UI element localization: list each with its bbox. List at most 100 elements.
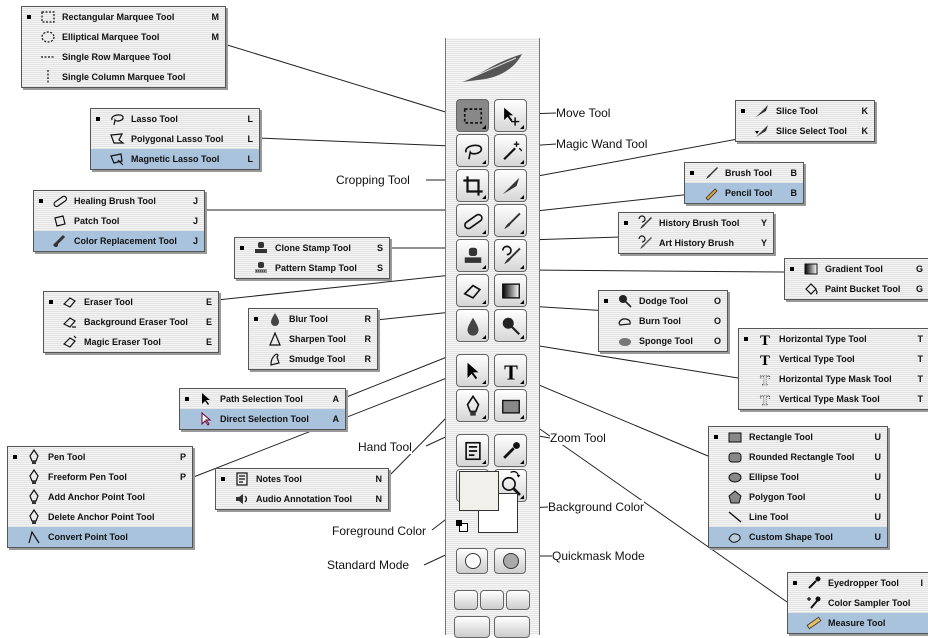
shortcut-key: U <box>874 432 882 442</box>
path-selection-tool[interactable] <box>456 354 489 387</box>
history-brush-tool[interactable] <box>494 239 527 272</box>
screen-mode-full-button[interactable] <box>506 590 530 610</box>
menu-item-label: Pattern Stamp Tool <box>275 263 357 273</box>
shortcut-key: E <box>205 317 212 327</box>
rounded-rect-icon <box>727 449 743 465</box>
shape-tool[interactable] <box>494 389 527 422</box>
submenu-indicator <box>520 380 524 384</box>
standard-mode-button[interactable] <box>456 548 488 574</box>
svg-text:T: T <box>504 362 518 382</box>
quickmask-mode-button[interactable] <box>494 548 526 574</box>
menu-item-measure-tool[interactable]: Measure Tool <box>788 613 928 633</box>
shortcut-key: S <box>376 243 383 253</box>
notes-tool[interactable] <box>456 434 489 467</box>
crop-tool[interactable] <box>456 169 489 202</box>
menu-item-color-sampler-tool[interactable]: Color Sampler Tool <box>788 593 928 613</box>
move-tool[interactable] <box>494 99 527 132</box>
menu-item-delete-anchor-point-tool[interactable]: Delete Anchor Point Tool <box>8 507 192 527</box>
menu-item-add-anchor-point-tool[interactable]: Add Anchor Point Tool <box>8 487 192 507</box>
screen-mode-standard-button[interactable] <box>454 590 478 610</box>
blur-tool[interactable] <box>456 309 489 342</box>
healing-tool[interactable] <box>456 204 489 237</box>
magic-wand-tool[interactable] <box>494 134 527 167</box>
eraser-tool[interactable] <box>456 274 489 307</box>
screen-mode-menubar-button[interactable] <box>480 590 504 610</box>
shortcut-key: U <box>874 512 882 522</box>
swap-colors-icon[interactable] <box>508 468 522 482</box>
default-colors-icon[interactable] <box>456 520 468 532</box>
shortcut-key: P <box>179 472 186 482</box>
marquee-tool[interactable] <box>456 99 489 132</box>
gradient-tool[interactable] <box>494 274 527 307</box>
sponge-icon <box>617 333 633 349</box>
menu-item-label: Magic Eraser Tool <box>84 337 161 347</box>
quickmask-mode-callout: Quickmask Mode <box>552 549 645 563</box>
svg-text:T: T <box>760 353 770 367</box>
eyedropper-tool[interactable] <box>494 434 527 467</box>
brush-tool[interactable] <box>494 204 527 237</box>
menu-item-single-column-marquee-tool[interactable]: Single Column Marquee Tool <box>22 67 225 87</box>
menu-item-convert-point-tool[interactable]: Convert Point Tool <box>8 527 192 547</box>
stamp-tool[interactable] <box>456 239 489 272</box>
pen-tool[interactable] <box>456 389 489 422</box>
active-bullet <box>39 199 43 203</box>
color-replace-icon <box>52 233 68 249</box>
triangle-icon <box>267 331 283 347</box>
menu-item-single-row-marquee-tool[interactable]: Single Row Marquee Tool <box>22 47 225 67</box>
type-tool[interactable]: T <box>494 354 527 387</box>
slice-tool[interactable] <box>494 169 527 202</box>
lasso-tool[interactable] <box>456 134 489 167</box>
dodge-tool[interactable] <box>494 309 527 342</box>
foreground-color-swatch[interactable] <box>459 471 499 511</box>
